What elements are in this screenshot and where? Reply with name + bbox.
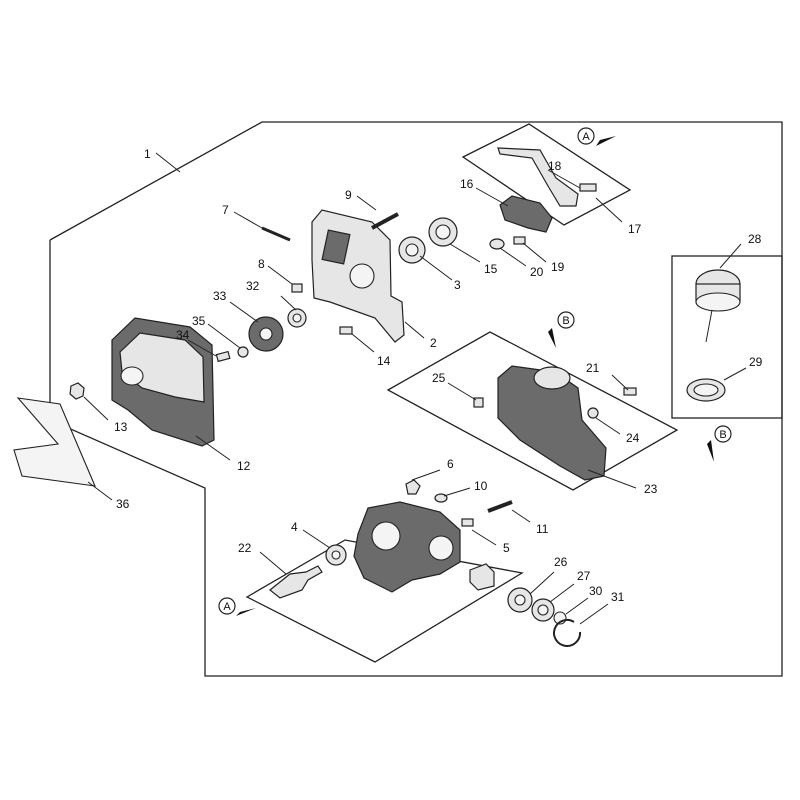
bearing-hole-26: [514, 594, 526, 606]
label-6: 6: [447, 457, 454, 471]
callout-a-bottom: A: [218, 597, 256, 616]
label-33: 33: [213, 289, 227, 303]
oil-cap-bottom-28: [695, 292, 741, 312]
guide-plate-hole-2: [349, 263, 375, 289]
shaft-22: [269, 565, 323, 599]
label-16: 16: [460, 177, 474, 191]
o-ring-hole-29: [693, 383, 719, 397]
label-25: 25: [432, 371, 446, 385]
callout-a-top: A: [577, 127, 616, 146]
label-4: 4: [291, 520, 298, 534]
label-21: 21: [586, 361, 600, 375]
leader-lines: [83, 152, 747, 625]
label-9: 9: [345, 188, 352, 202]
bearing-hole-27: [537, 604, 549, 616]
screw-34: [215, 350, 231, 363]
bolt-7: [261, 226, 291, 242]
oil-pump-16: [499, 195, 553, 233]
label-10: 10: [474, 479, 488, 493]
label-24: 24: [626, 431, 640, 445]
callout-b-right-label: B: [719, 429, 726, 441]
callout-a-top-label: A: [582, 131, 590, 143]
oil-tank-neck-23: [533, 366, 571, 390]
washer-35: [237, 346, 249, 358]
callout-b-right: B: [707, 425, 732, 462]
callout-a-bottom-label: A: [223, 601, 231, 613]
label-28: 28: [748, 232, 762, 246]
label-36: 36: [116, 497, 130, 511]
label-22: 22: [238, 541, 252, 555]
label-5: 5: [503, 541, 510, 555]
guide-plate-36: [13, 397, 96, 487]
label-34: 34: [176, 328, 190, 342]
label-30: 30: [589, 584, 603, 598]
gear-case-group-frame: [245, 539, 524, 663]
label-17: 17: [628, 222, 642, 236]
washer-hole-32: [292, 313, 302, 323]
callout-b-top-label: B: [562, 315, 569, 327]
gear-shaft: [469, 563, 495, 591]
label-32: 32: [246, 279, 260, 293]
bearing-hole-3: [405, 243, 419, 257]
label-14: 14: [377, 354, 391, 368]
label-26: 26: [554, 555, 568, 569]
part-numbers: 1 2 3 4 5 6 7 8 9 10 11 12 13 14 15 16 1…: [114, 147, 763, 604]
circlip-31: [553, 619, 582, 647]
sprocket-hub-33: [259, 327, 273, 341]
label-11: 11: [536, 522, 549, 536]
label-8: 8: [258, 257, 265, 271]
pump-rod-17: [497, 147, 579, 207]
bolt-11: [487, 500, 513, 513]
cover-window-12: [120, 366, 144, 386]
label-31: 31: [611, 590, 625, 604]
screw-5: [461, 518, 474, 527]
label-1: 1: [144, 147, 151, 161]
label-7: 7: [222, 203, 229, 217]
label-19: 19: [551, 260, 565, 274]
label-27: 27: [577, 569, 591, 583]
label-35: 35: [192, 314, 206, 328]
tank-group-frame: [386, 331, 679, 491]
washer-20: [489, 238, 505, 250]
screw-21: [623, 387, 637, 396]
grease-nipple-6: [405, 479, 421, 495]
label-29: 29: [749, 355, 763, 369]
callout-b-top: B: [548, 311, 575, 348]
grommet-24: [587, 407, 599, 419]
cap-group-frame: [671, 255, 783, 419]
guide-plate-slot-2: [321, 229, 351, 265]
label-3: 3: [454, 278, 461, 292]
bolt-9: [371, 212, 399, 230]
pin-18: [579, 183, 597, 192]
seal-hole-15: [435, 224, 451, 240]
label-20: 20: [530, 265, 544, 279]
main-assembly-frame: [49, 121, 783, 677]
label-18: 18: [548, 159, 562, 173]
pin-8: [291, 283, 303, 293]
label-2: 2: [430, 336, 437, 350]
label-12: 12: [237, 459, 251, 473]
oil-cap-strap-28: [705, 309, 713, 343]
screw-14: [339, 326, 353, 335]
screw-25: [473, 397, 484, 408]
nut-13: [69, 382, 85, 400]
label-15: 15: [484, 262, 498, 276]
label-13: 13: [114, 420, 128, 434]
gear-case-outlet-5: [428, 535, 454, 561]
bearing-hole-4: [331, 550, 341, 560]
label-23: 23: [644, 482, 658, 496]
gear-case-hole-5: [371, 521, 401, 551]
screw-19: [513, 236, 526, 245]
